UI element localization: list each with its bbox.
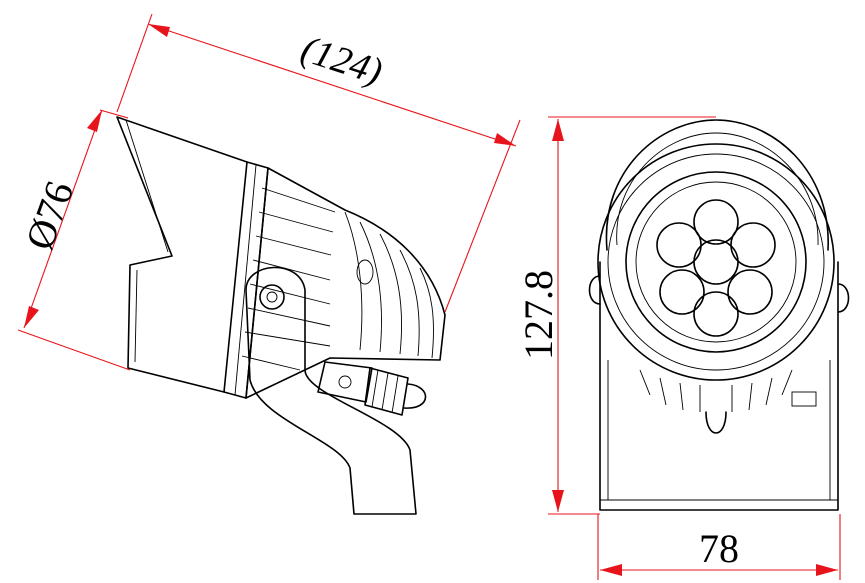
side-view [116, 116, 446, 515]
led-top [693, 199, 739, 245]
side-view-cable-gland [317, 361, 427, 416]
side-view-bracket [245, 266, 417, 515]
side-view-heatsink [245, 167, 446, 399]
side-view-fins [241, 187, 434, 371]
front-view-housing [597, 143, 835, 381]
led-lower-right [727, 269, 773, 315]
length-label: (124) [296, 28, 387, 93]
led-bottom [693, 291, 739, 337]
dimension-height: 127.8 [516, 116, 716, 515]
side-view-pivot-bolt [259, 284, 285, 310]
width-label: 78 [699, 526, 739, 571]
side-view-housing [223, 161, 269, 399]
front-view-led-array [656, 199, 776, 337]
led-upper-right [730, 222, 776, 268]
height-label: 127.8 [516, 270, 561, 360]
led-lower-left [659, 269, 705, 315]
diameter-label: Ø76 [16, 175, 82, 255]
front-view-fins [639, 369, 793, 412]
dimension-diameter: Ø76 [16, 109, 131, 371]
dimension-length: (124) [116, 13, 521, 313]
front-view [588, 119, 850, 511]
dimension-width: 78 [597, 514, 841, 580]
front-view-hood [605, 119, 829, 251]
led-upper-left [656, 222, 702, 268]
side-view-hood [116, 116, 248, 393]
front-view-bracket [599, 261, 839, 511]
